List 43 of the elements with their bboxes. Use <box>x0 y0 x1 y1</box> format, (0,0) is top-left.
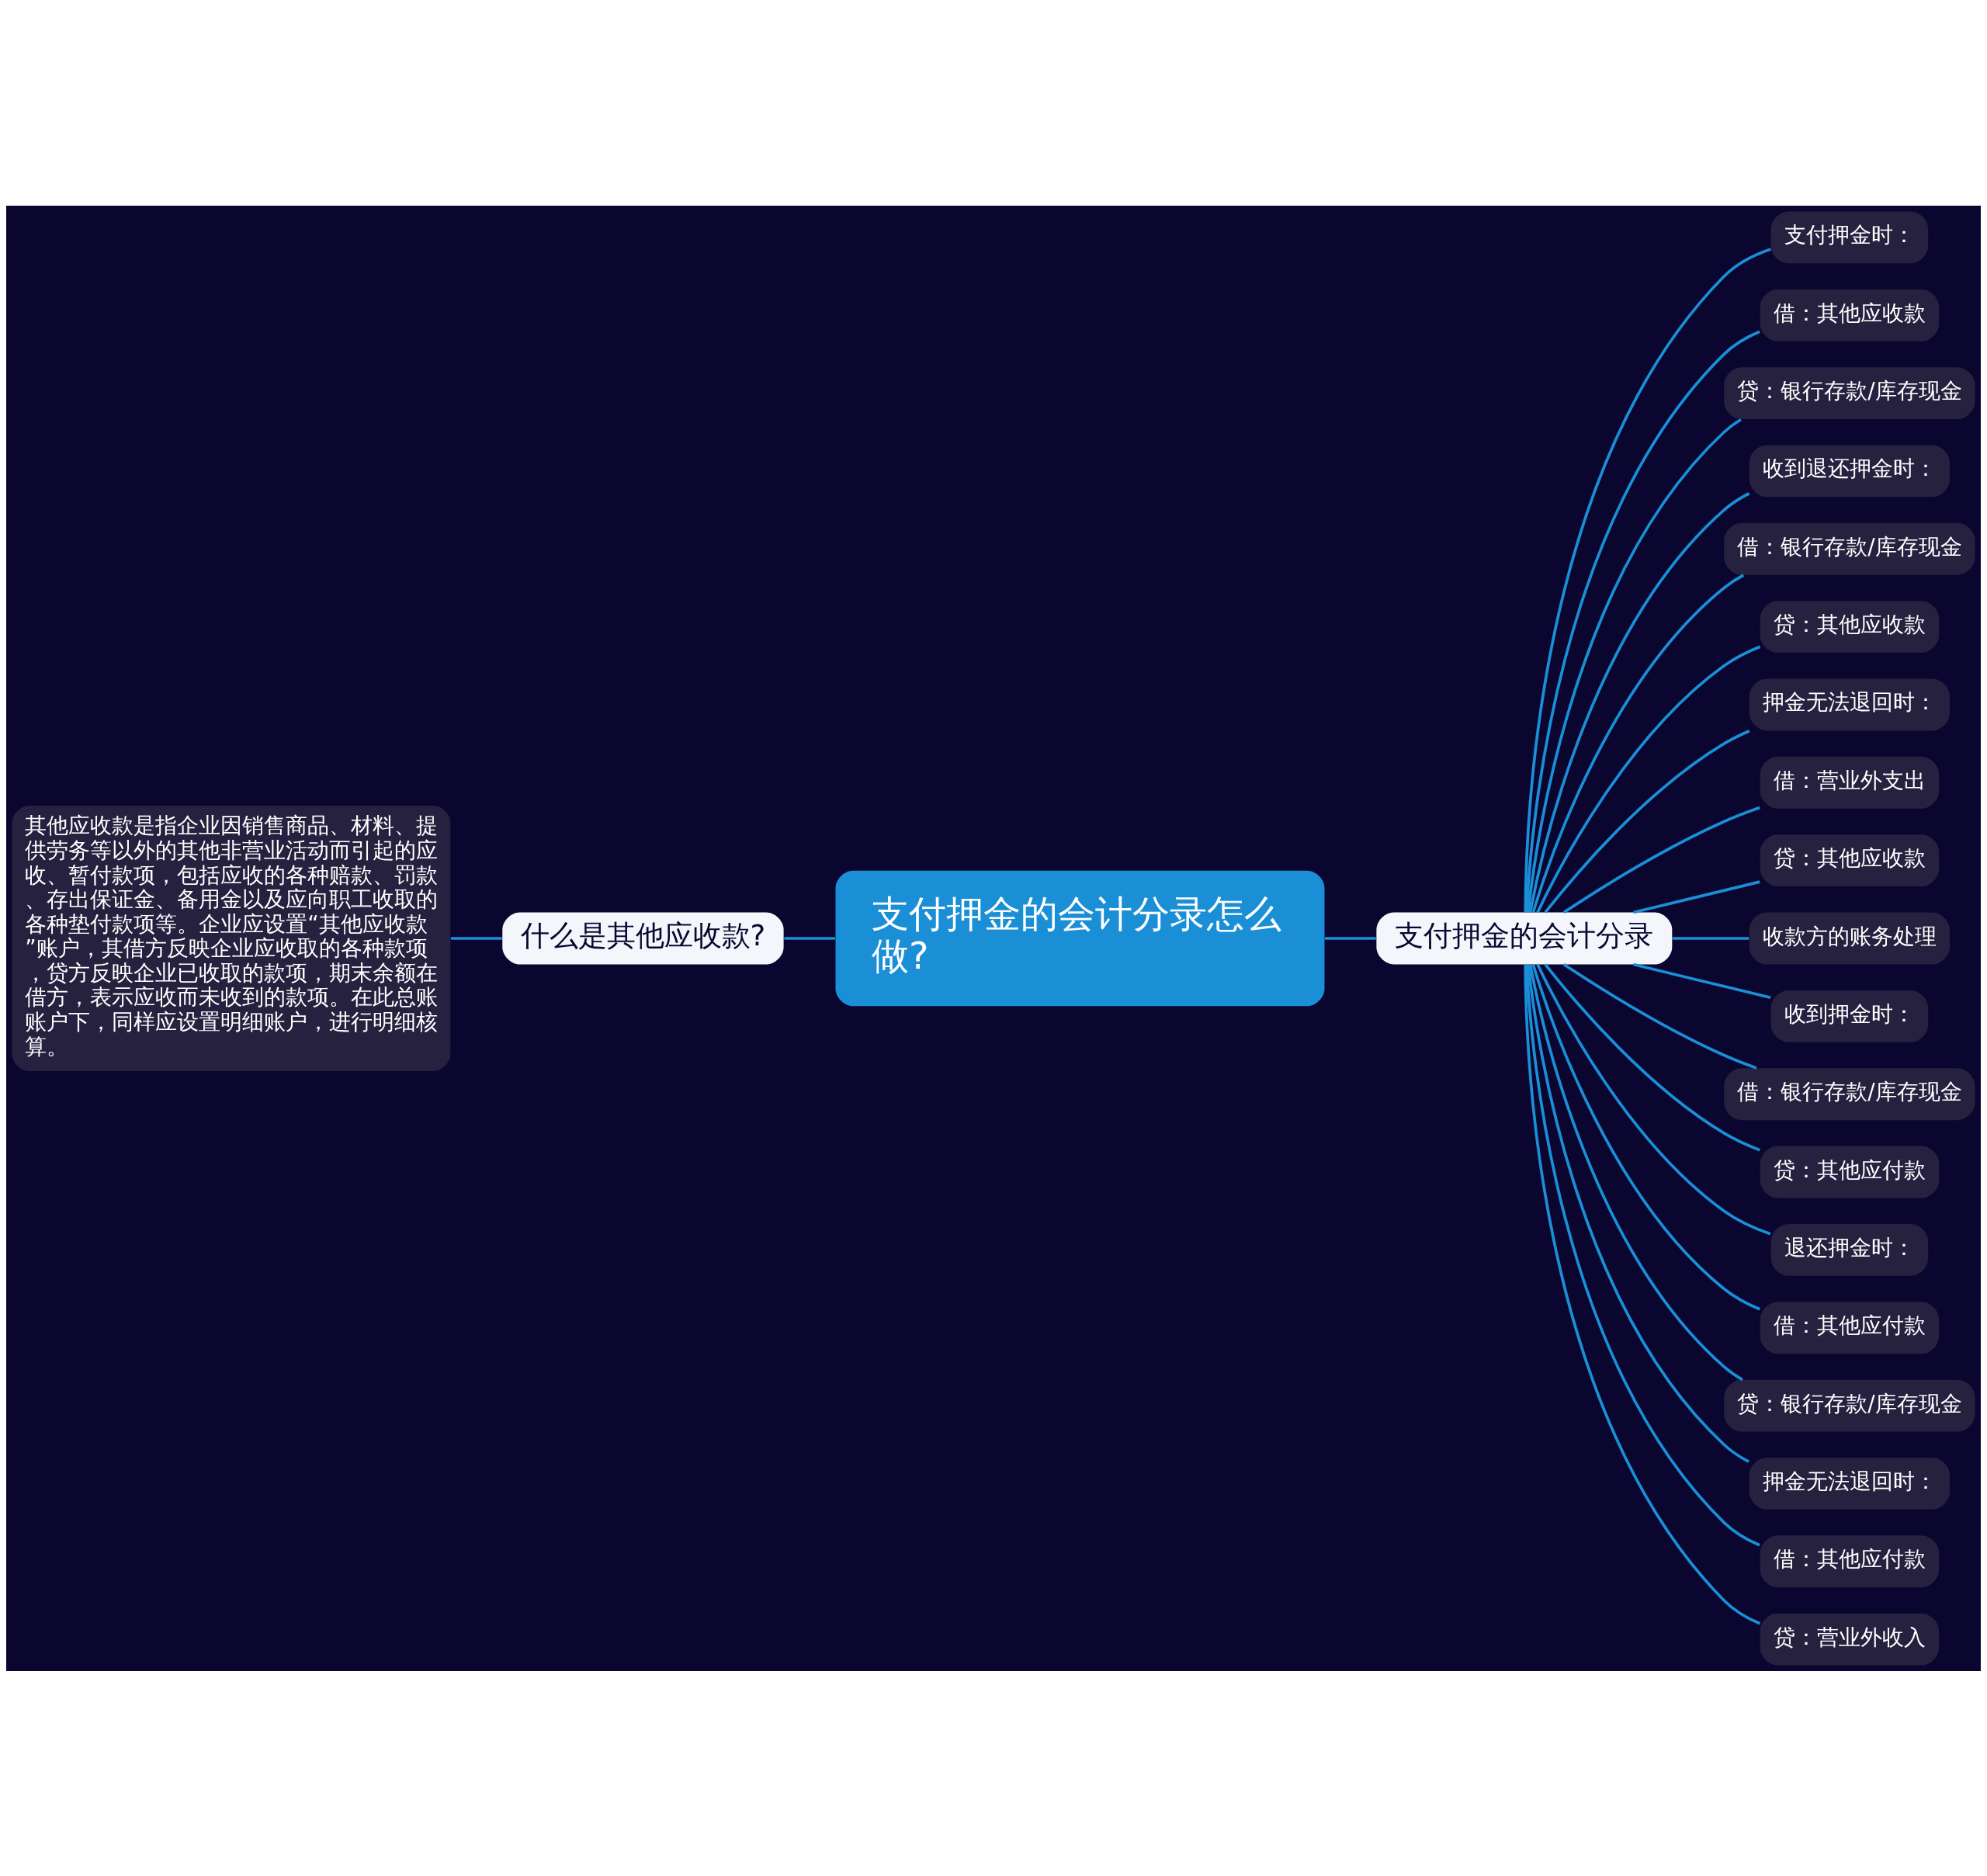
node-box: 借：其他应付款 <box>1760 1534 1940 1587</box>
connector <box>1527 964 1749 1463</box>
connector <box>450 936 502 940</box>
connector <box>1633 879 1760 914</box>
connector <box>1528 963 1743 1381</box>
connector <box>1528 491 1750 913</box>
node-box: 贷：银行存款/库存现金 <box>1724 366 1975 419</box>
connector <box>1525 330 1760 912</box>
node-box: 贷：其他应付款 <box>1760 1146 1940 1198</box>
node-box: 贷：营业外收入 <box>1760 1613 1940 1666</box>
node-box: 借：其他应收款 <box>1760 289 1940 342</box>
node-box: 退还押金时： <box>1770 1223 1929 1276</box>
connector <box>1531 573 1745 913</box>
node-box: 贷：银行存款/库存现金 <box>1724 1379 1975 1432</box>
node-box: 其他应收款是指企业因销售商品、材料、提供劳务等以外的其他非营业活动而引起的应收、暂付款项，包括应收的各种赔款、罚款、存出保证金、备用金以及应向职工收取的各种垫付款项等。企业应设置“其他应收款”账户，其借方反映企业应收取的各种款项，贷方反映企业已收取的款项，期末余额在借方，表示应收而未收到的款项。在此总账账户下，同样应设置明细账户，进行明细核算。 <box>12 805 451 1071</box>
node-box: 收到退还押金时： <box>1749 444 1951 497</box>
connector <box>1562 806 1760 914</box>
connector <box>1536 645 1761 913</box>
connector <box>1544 962 1760 1151</box>
connector <box>1672 936 1749 940</box>
connector <box>1527 418 1742 912</box>
node-box: 借：营业外支出 <box>1760 756 1940 809</box>
node-box: 贷：其他应收款 <box>1760 834 1940 886</box>
node-box: 什么是其他应收款? <box>502 912 784 964</box>
connector <box>1536 963 1771 1235</box>
node-box: 借：银行存款/库存现金 <box>1724 522 1975 575</box>
node-box: 支付押金的会计分录 <box>1376 912 1673 964</box>
connector <box>1633 962 1771 999</box>
node-box: 借：银行存款/库存现金 <box>1724 1067 1975 1120</box>
node-box: 支付押金的会计分录怎么做? <box>835 870 1325 1006</box>
node-box: 收款方的账务处理 <box>1749 912 1951 964</box>
node-box: 借：其他应付款 <box>1760 1301 1940 1354</box>
node-box: 贷：其他应收款 <box>1760 600 1940 653</box>
node-box: 收到押金时： <box>1770 990 1929 1042</box>
connector <box>1531 963 1761 1311</box>
connector <box>1562 962 1757 1070</box>
connector <box>1524 247 1772 912</box>
connector <box>1324 936 1376 940</box>
connector <box>784 936 836 940</box>
node-box: 支付押金时： <box>1770 210 1929 263</box>
node-box: 押金无法退回时： <box>1749 678 1951 730</box>
node-box: 押金无法退回时： <box>1749 1457 1951 1510</box>
connector <box>1544 729 1750 914</box>
